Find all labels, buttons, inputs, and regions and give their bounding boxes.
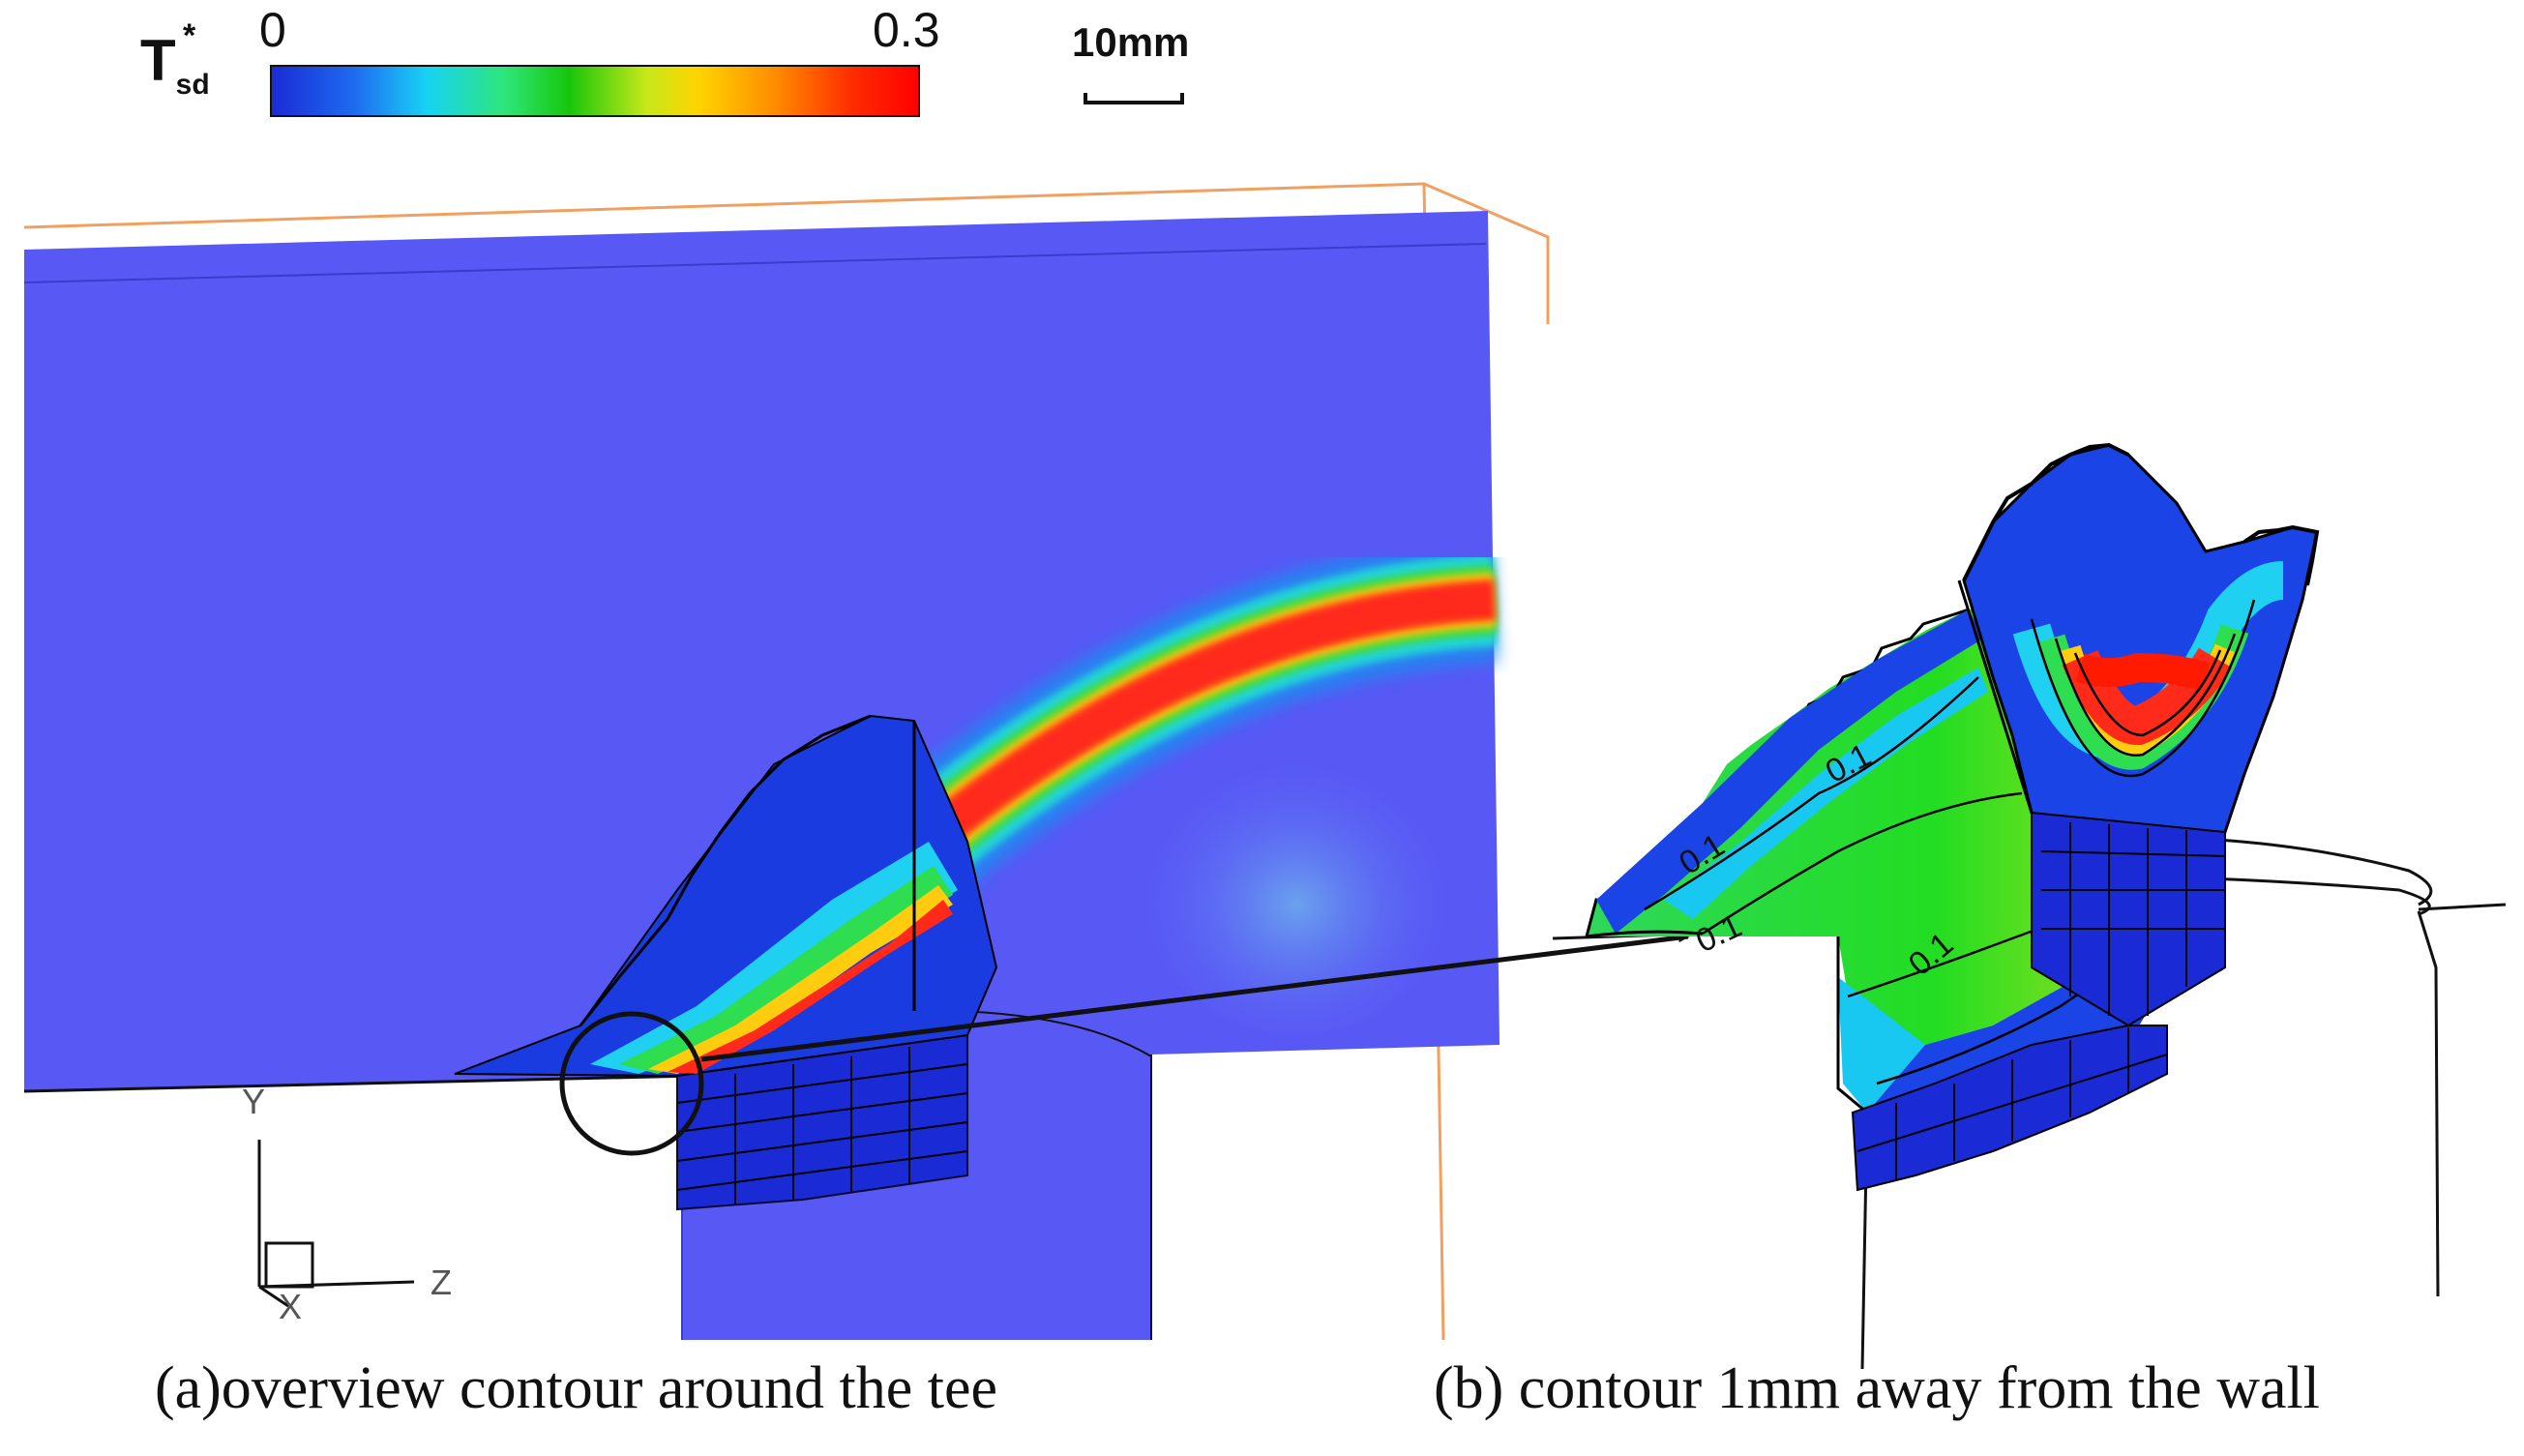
axis-y-label: Y <box>242 1082 266 1121</box>
coordinate-axes <box>257 1140 415 1308</box>
caption-b: (b) contour 1mm away from the wall <box>1434 1355 2320 1421</box>
legend-variable-sub: sd <box>175 69 210 101</box>
pipe-wall-line <box>23 243 1487 283</box>
legend-max-label: 0.3 <box>873 3 940 57</box>
zoom-arrow <box>700 933 1690 1062</box>
pipe-bottom-wall <box>23 1074 698 1093</box>
scale-bar-label: 10mm <box>1072 19 1190 65</box>
legend-variable-main: T <box>140 28 176 93</box>
axis-z-label: Z <box>431 1263 452 1302</box>
wall-bulge <box>1142 745 1451 1035</box>
main-pipe-plane <box>24 211 1500 1340</box>
near-wall-hot-region <box>1851 442 2320 1192</box>
scale-bar <box>1084 93 1184 104</box>
branch-junction-arc <box>957 1010 1152 1057</box>
zoom-circle <box>559 1011 704 1156</box>
overview-near-wall-region <box>454 714 998 1211</box>
legend-variable-label: Tsd * <box>140 17 210 101</box>
legend-variable-sup: * <box>183 17 196 54</box>
caption-a: (a)overview contour around the tee <box>155 1355 998 1421</box>
colorbar <box>270 65 920 117</box>
legend-min-label: 0 <box>259 3 286 57</box>
axis-x-label: X <box>279 1287 303 1326</box>
